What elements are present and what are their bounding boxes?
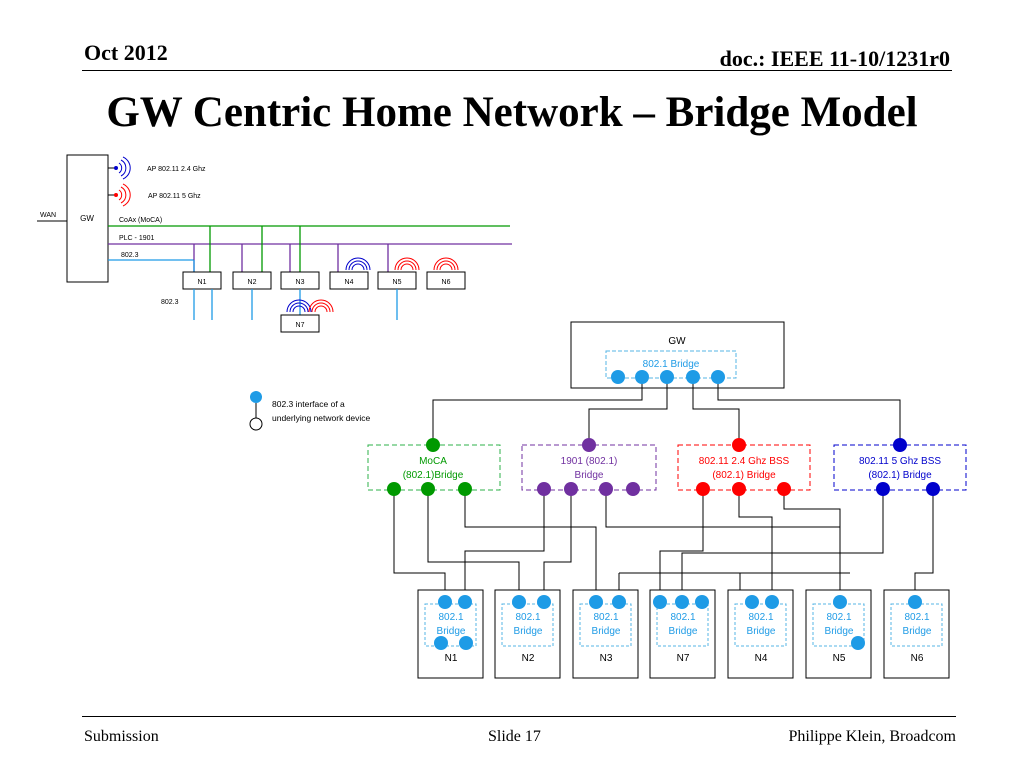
node-bridge-label: 802.1 (748, 612, 773, 623)
node-bridge-label: Bridge (437, 626, 466, 637)
bottom-gw-box (570, 321, 785, 389)
node-bridge-label: Bridge (592, 626, 621, 637)
node-name: N2 (522, 653, 535, 664)
node-bridge-label: Bridge (825, 626, 854, 637)
top-gw-label: GW (80, 214, 94, 223)
top-node-label: N6 (442, 279, 451, 286)
node-bridge-label: Bridge (747, 626, 776, 637)
wan-label: WAN (40, 212, 56, 219)
moca-bridge-label: (802.1)Bridge (403, 470, 464, 481)
header-rule (82, 70, 952, 71)
top-node-box (182, 271, 222, 290)
node-bridge-label: 802.1 (826, 612, 851, 623)
node-box (572, 589, 639, 679)
ap24-radio-icon (108, 156, 131, 180)
top-n7-box (280, 314, 320, 333)
footer-rule (82, 716, 956, 717)
ap5-radio-icon (108, 183, 131, 207)
node-name: N5 (833, 653, 846, 664)
top-node-label: N2 (248, 279, 257, 286)
wifi24-bridge-box (677, 444, 811, 491)
footer-author: Philippe Klein, Broadcom (788, 728, 956, 745)
top-gw-box (66, 154, 109, 283)
slide-title: GW Centric Home Network – Bridge Model (106, 89, 918, 136)
node-name: N1 (445, 653, 458, 664)
n6-wifi5-icon (433, 257, 459, 271)
moca-bridge-label: MoCA (419, 456, 447, 467)
node-box (727, 589, 794, 679)
node-bridge-label: Bridge (669, 626, 698, 637)
node-bridge-label: 802.1 (438, 612, 463, 623)
plc-bridge-label: 1901 (802.1) (561, 456, 618, 467)
footer-submission: Submission (84, 728, 159, 745)
ap24-label: AP 802.11 2.4 Ghz (147, 166, 206, 173)
n7-wifi24-icon (286, 299, 312, 313)
wifi5-bridge-label: (802.1) Bridge (868, 470, 932, 481)
wifi5-bridge-label: 802.11 5 Ghz BSS (859, 456, 941, 467)
header-date: Oct 2012 (84, 40, 168, 65)
wiring (393, 377, 934, 602)
legend: 802.3 interface of a underlying network … (249, 391, 371, 431)
wifi24-bridge-label: (802.1) Bridge (712, 470, 776, 481)
n5-wifi5-icon (394, 257, 420, 271)
top-node-label: N3 (296, 279, 305, 286)
top-node-label: N5 (393, 279, 402, 286)
ap5-label: AP 802.11 5 Ghz (148, 193, 201, 200)
node-bridge-label: 802.1 (670, 612, 695, 623)
gw-bridge-label: 802.1 Bridge (643, 359, 700, 370)
coax-label: CoAx (MoCA) (119, 217, 162, 224)
port-dots (387, 370, 940, 650)
top-diagram: GW WAN AP 802.11 2.4 Ghz AP 802.11 5 Ghz (37, 154, 512, 333)
top-node-box (329, 271, 369, 290)
bottom-diagram: GW 802.1 Bridge (367, 321, 967, 679)
node-name: N4 (755, 653, 768, 664)
eth-label: 802.3 (121, 252, 139, 259)
wifi24-bridge-label: 802.11 2.4 Ghz BSS (699, 456, 790, 467)
legend-line2: underlying network device (272, 413, 371, 423)
plc-label: PLC - 1901 (119, 235, 155, 242)
top-node-label: N1 (198, 279, 207, 286)
node-bridge-label: 802.1 (515, 612, 540, 623)
legend-line1: 802.3 interface of a (272, 399, 345, 409)
footer-slide-number: Slide 17 (488, 728, 541, 745)
legend-eth-dot (250, 391, 262, 403)
node-bridge-label: 802.1 (904, 612, 929, 623)
node-bridge-label: Bridge (903, 626, 932, 637)
top-node-box (426, 271, 466, 290)
bottom-gw-label: GW (668, 336, 686, 347)
top-node-label: N4 (345, 279, 354, 286)
n7-wifi5-icon (308, 299, 334, 313)
eth-below-label: 802.3 (161, 299, 179, 306)
top-n7-label: N7 (296, 322, 305, 329)
node-bridge-label: 802.1 (593, 612, 618, 623)
n4-wifi24-icon (345, 257, 371, 271)
node-name: N3 (600, 653, 613, 664)
node-bridge-label: Bridge (514, 626, 543, 637)
node-name: N7 (677, 653, 690, 664)
header-doc-id: doc.: IEEE 11-10/1231r0 (719, 46, 950, 71)
node-name: N6 (911, 653, 924, 664)
legend-device-dot (249, 417, 263, 431)
plc-bridge-label: Bridge (575, 470, 604, 481)
